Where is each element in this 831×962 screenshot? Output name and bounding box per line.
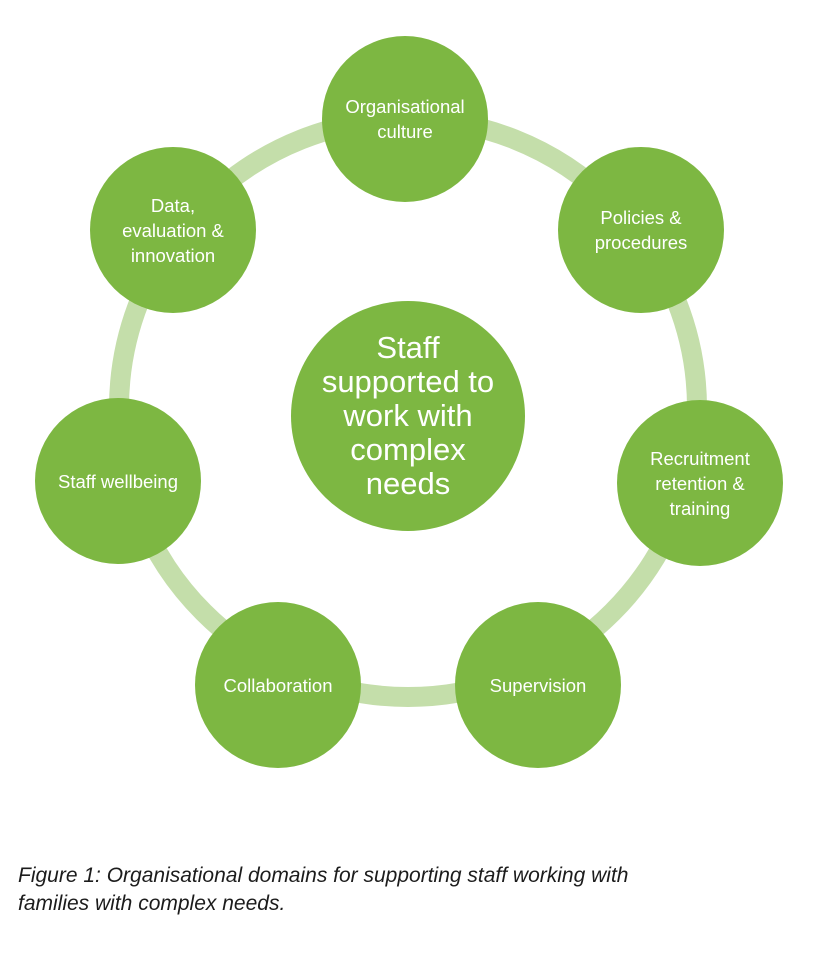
domain-staff-wellbeing: Staff wellbeing <box>35 398 201 564</box>
domain-policies-procedures: Policies & procedures <box>558 147 724 313</box>
domain-label: Policies & procedures <box>594 207 688 253</box>
domain-label: Recruitment retention & training <box>650 447 750 519</box>
domain-supervision: Supervision <box>455 602 621 768</box>
domains-diagram: Organisational culture Policies & proced… <box>35 36 783 768</box>
domain-collaboration: Collaboration <box>195 602 361 768</box>
figure-caption: Figure 1: Organisational domains for sup… <box>18 864 629 915</box>
domain-label: Collaboration <box>223 674 333 696</box>
domain-label: Supervision <box>489 674 587 696</box>
domain-label: Data, evaluation & innovation <box>122 194 224 266</box>
center-label: Staff supported to work with complex nee… <box>321 330 495 501</box>
center-goal: Staff supported to work with complex nee… <box>291 301 525 531</box>
domain-organisational-culture: Organisational culture <box>322 36 488 202</box>
domain-label: Staff wellbeing <box>58 470 178 492</box>
domain-data-evaluation-innovation: Data, evaluation & innovation <box>90 147 256 313</box>
domain-recruitment-retention-training: Recruitment retention & training <box>617 400 783 566</box>
domain-label: Organisational culture <box>345 96 465 142</box>
